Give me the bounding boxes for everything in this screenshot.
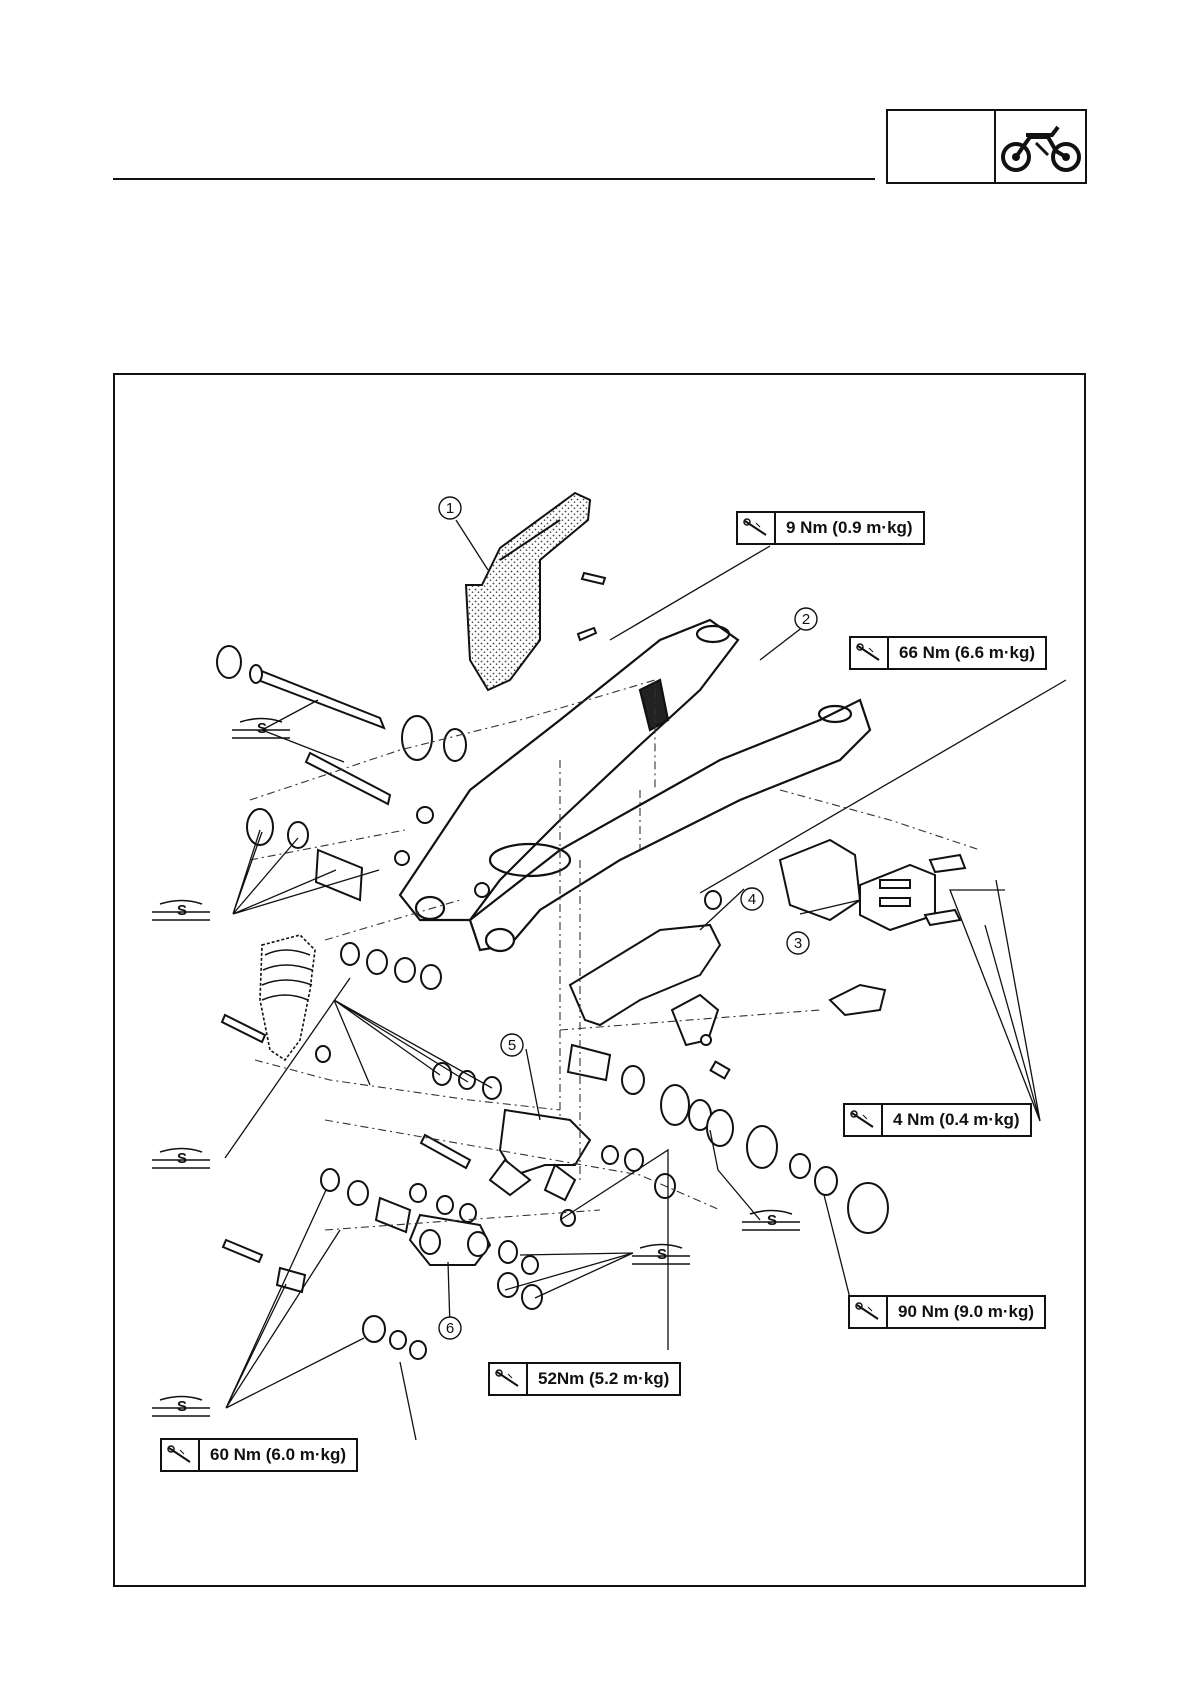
- torque-wrench-icon: [490, 1364, 528, 1394]
- torque-value: 90 Nm (9.0 m·kg): [888, 1297, 1044, 1327]
- torque-spec-4nm: 4 Nm (0.4 m·kg): [843, 1103, 1032, 1137]
- grease-letter: S: [177, 1398, 187, 1415]
- torque-spec-60nm: 60 Nm (6.0 m·kg): [160, 1438, 358, 1472]
- torque-value: 9 Nm (0.9 m·kg): [776, 513, 923, 543]
- callout-5: 5: [508, 1037, 516, 1054]
- torque-spec-52nm: 52Nm (5.2 m·kg): [488, 1362, 681, 1396]
- chain-support: [780, 840, 965, 1015]
- grease-letter: S: [177, 902, 187, 919]
- torque-spec-66nm: 66 Nm (6.6 m·kg): [849, 636, 1047, 670]
- torque-value: 66 Nm (6.6 m·kg): [889, 638, 1045, 668]
- torque-wrench-icon: [851, 638, 889, 668]
- torque-value: 52Nm (5.2 m·kg): [528, 1364, 679, 1394]
- torque-spec-90nm: 90 Nm (9.0 m·kg): [848, 1295, 1046, 1329]
- grease-letter: S: [177, 1150, 187, 1167]
- chain-guard: [466, 493, 590, 690]
- torque-wrench-icon: [845, 1105, 883, 1135]
- relay-arm: [410, 1110, 590, 1265]
- grease-letter: S: [657, 1246, 667, 1263]
- torque-value: 60 Nm (6.0 m·kg): [200, 1440, 356, 1470]
- torque-wrench-icon: [162, 1440, 200, 1470]
- bearings-collars: [277, 891, 888, 1359]
- torque-spec-9nm: 9 Nm (0.9 m·kg): [736, 511, 925, 545]
- callout-6: 6: [446, 1320, 454, 1337]
- grease-letter: S: [257, 720, 267, 737]
- torque-wrench-icon: [850, 1297, 888, 1327]
- torque-wrench-icon: [738, 513, 776, 543]
- grease-letter: S: [767, 1212, 777, 1229]
- callout-4: 4: [748, 891, 756, 908]
- callout-3: 3: [794, 935, 802, 952]
- callout-2: 2: [802, 611, 810, 628]
- torque-value: 4 Nm (0.4 m·kg): [883, 1105, 1030, 1135]
- callout-1: 1: [446, 500, 454, 517]
